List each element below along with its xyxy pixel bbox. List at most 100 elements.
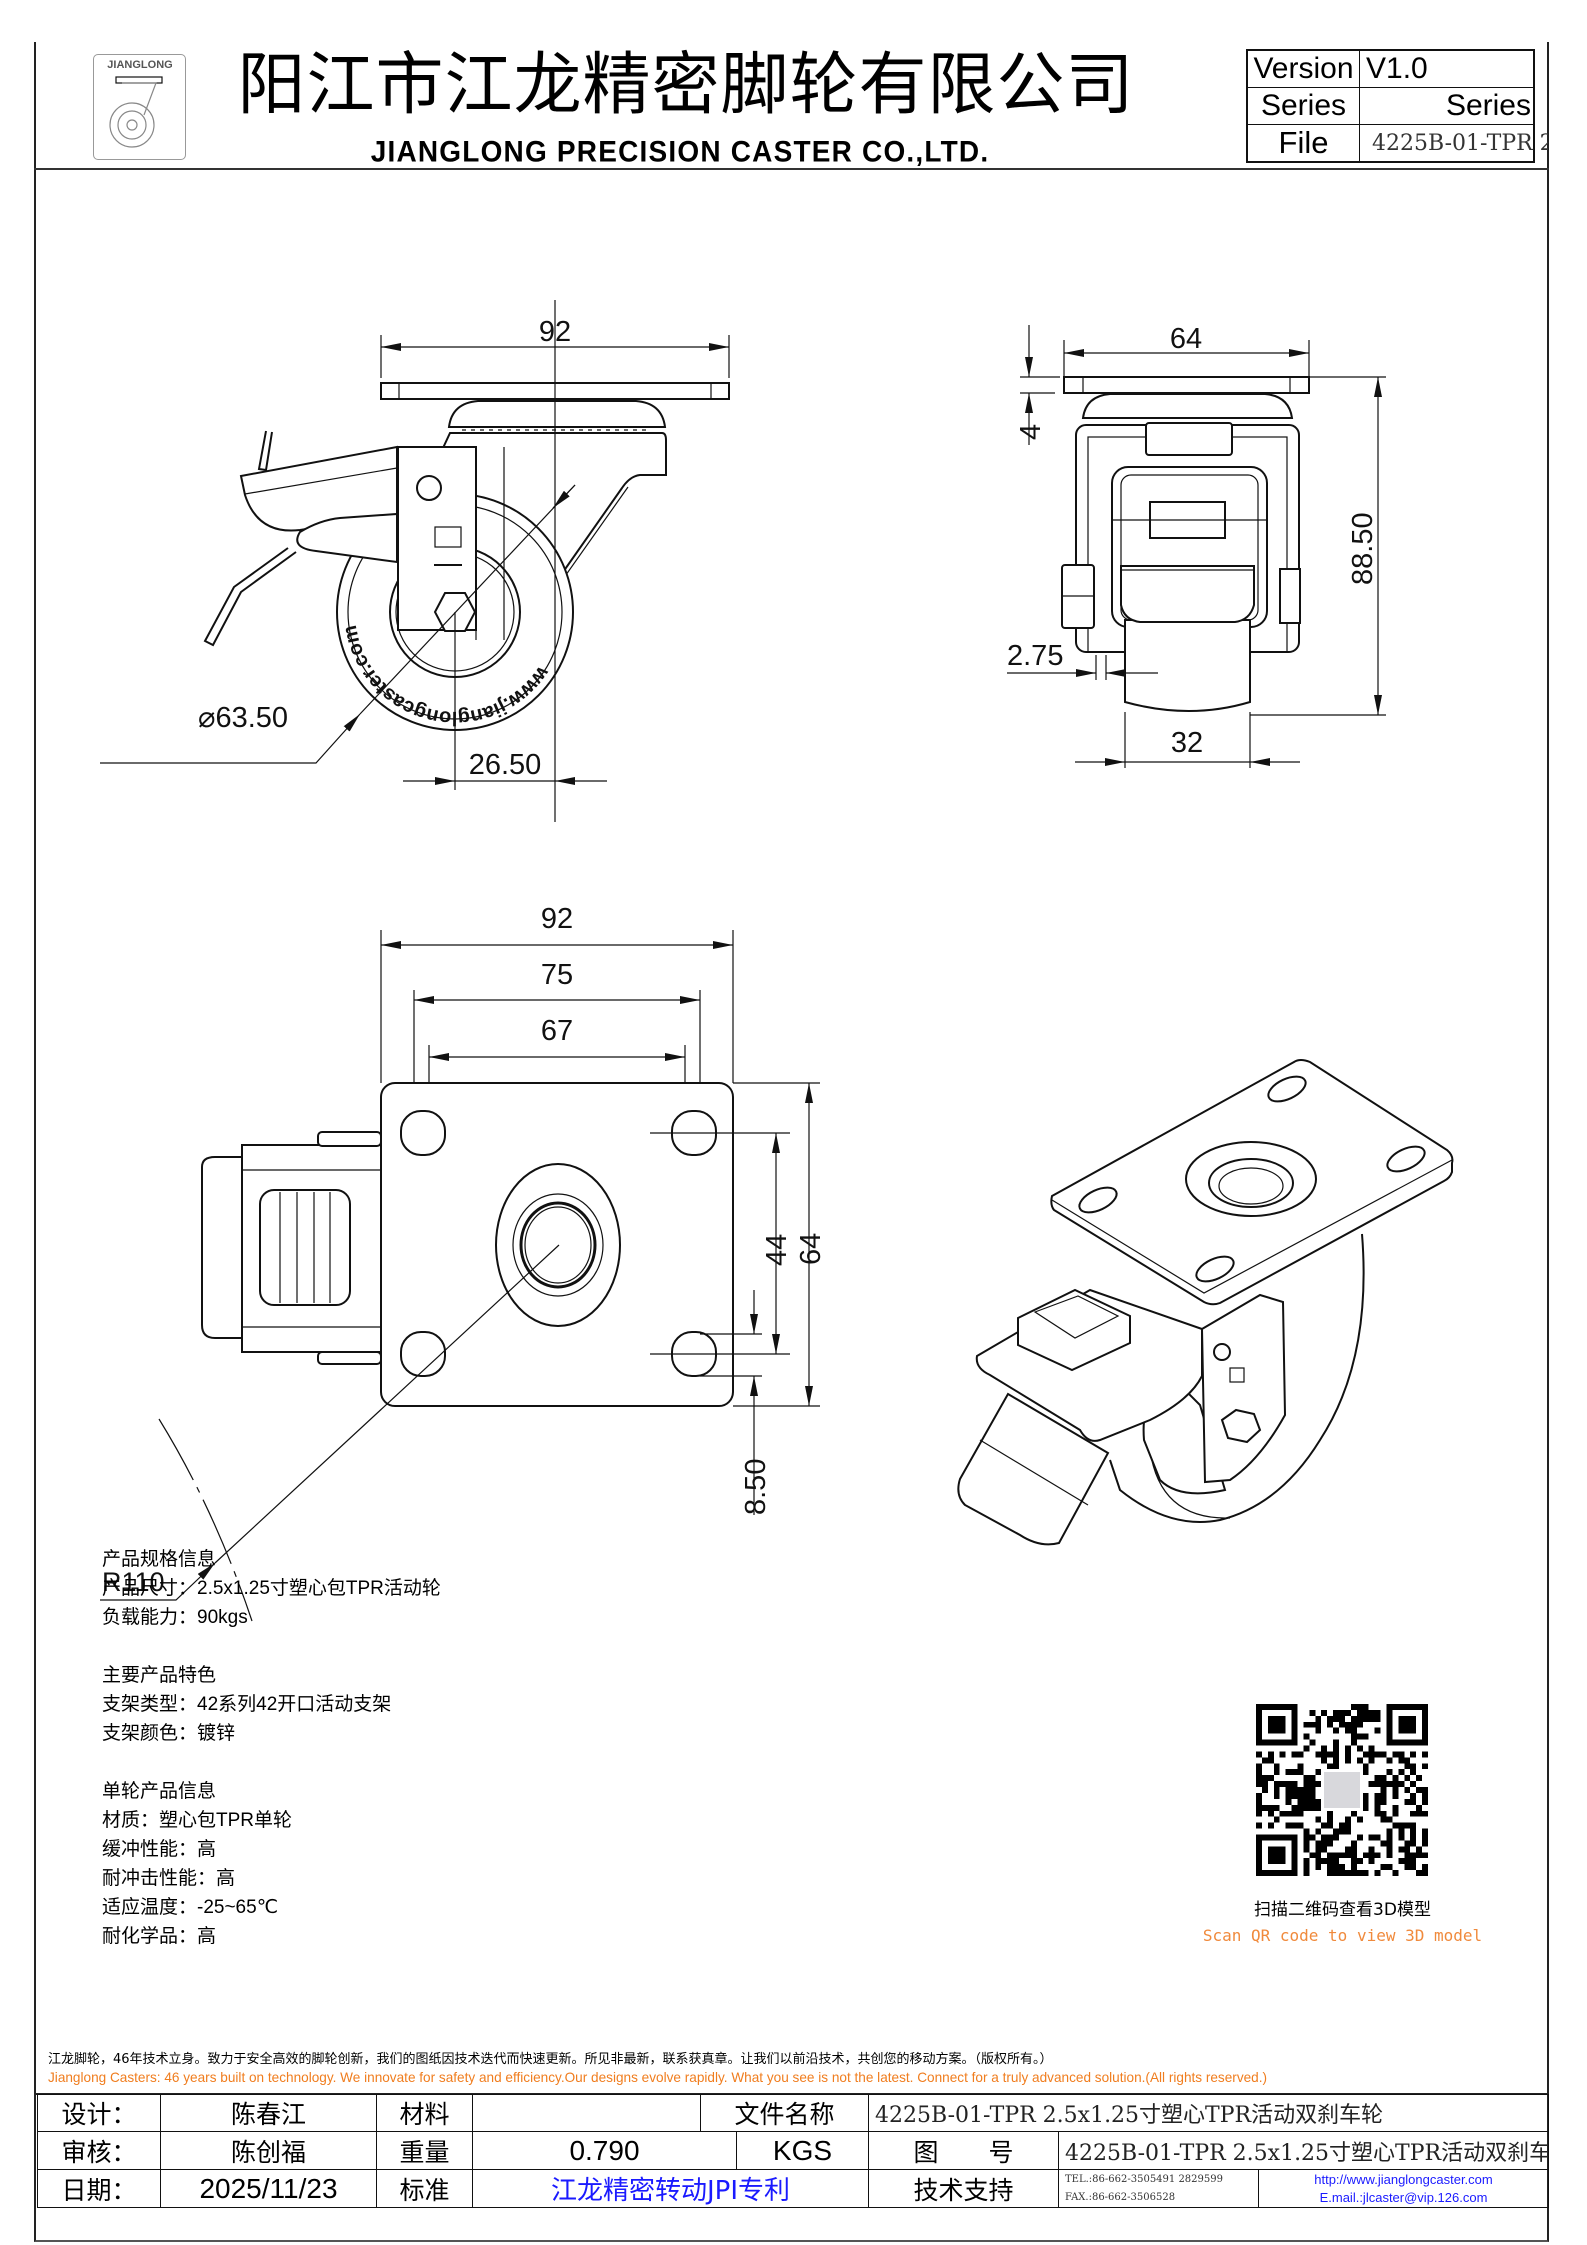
qr-module bbox=[1362, 1763, 1369, 1770]
qr-module bbox=[1273, 1787, 1280, 1793]
qr-module bbox=[1362, 1733, 1369, 1740]
front-view: 64 4 88.50 32 2.75 bbox=[1007, 323, 1386, 768]
qr-module bbox=[1410, 1751, 1417, 1758]
qr-center-thumbnail bbox=[1324, 1772, 1360, 1808]
qr-module bbox=[1350, 1864, 1357, 1871]
qr-module bbox=[1291, 1704, 1298, 1710]
qr-module bbox=[1404, 1840, 1411, 1847]
qr-module bbox=[1333, 1757, 1340, 1764]
qr-module bbox=[1350, 1727, 1357, 1734]
qr-module bbox=[1392, 1751, 1399, 1758]
qr-module bbox=[1404, 1727, 1411, 1734]
qr-module bbox=[1339, 1870, 1345, 1876]
qr-module bbox=[1333, 1763, 1340, 1770]
file-value-clip: 4225B-01-TPR 2.5x1.25寸塑心TPR活动双刹车轮 bbox=[1360, 125, 1548, 162]
qr-module bbox=[1422, 1787, 1428, 1793]
drawing-no-value: 4225B-01-TPR 2.5x1.25寸塑心TPR活动双刹车轮 bbox=[1058, 2131, 1549, 2170]
file-value: 4225B-01-TPR 2.5x1.25寸塑心TPR活动双刹车轮 bbox=[1372, 131, 1548, 156]
qr-code[interactable] bbox=[1256, 1704, 1428, 1876]
qr-module bbox=[1273, 1804, 1280, 1811]
qr-module bbox=[1350, 1852, 1357, 1859]
qr-module bbox=[1404, 1715, 1411, 1722]
qr-caption-en: Scan QR code to view 3D model bbox=[1202, 1926, 1483, 1945]
qr-module bbox=[1386, 1840, 1393, 1847]
brand-badge-icon bbox=[434, 526, 462, 548]
qr-module bbox=[1416, 1739, 1423, 1746]
qr-module bbox=[1315, 1846, 1322, 1853]
qr-module bbox=[1309, 1792, 1316, 1799]
qr-module bbox=[1380, 1816, 1387, 1823]
company-name-en: JIANGLONG PRECISION CASTER CO.,LTD. bbox=[370, 135, 990, 168]
qr-module bbox=[1285, 1769, 1292, 1776]
axle-nut-right bbox=[1279, 568, 1301, 624]
version-row: Version V1.0 bbox=[1248, 51, 1533, 88]
qr-module bbox=[1398, 1721, 1405, 1728]
email-link[interactable]: E.mail.:jlcaster@vip.126.com bbox=[1319, 2190, 1488, 2206]
qr-module bbox=[1267, 1810, 1274, 1817]
qr-module bbox=[1398, 1822, 1405, 1829]
mount-hole bbox=[400, 1331, 446, 1377]
qr-module bbox=[1398, 1715, 1405, 1722]
qr-module bbox=[1422, 1721, 1428, 1728]
spec-section-title: 主要产品特色 bbox=[102, 1665, 217, 1686]
swivel-boss bbox=[495, 1163, 621, 1327]
material-label: 材料 bbox=[376, 2094, 473, 2132]
qr-module bbox=[1267, 1870, 1274, 1876]
website-link[interactable]: http://www.jianglongcaster.com bbox=[1314, 2171, 1493, 2187]
qr-module bbox=[1291, 1733, 1298, 1740]
qr-module bbox=[1380, 1792, 1387, 1799]
qr-module bbox=[1267, 1834, 1274, 1841]
qr-module bbox=[1368, 1745, 1375, 1752]
qr-module bbox=[1297, 1787, 1304, 1793]
spec-section-title: 产品规格信息 bbox=[102, 1549, 217, 1570]
logo-text: JIANGLONG bbox=[107, 59, 173, 71]
qr-module bbox=[1256, 1822, 1262, 1829]
qr-module bbox=[1291, 1858, 1298, 1865]
qr-module bbox=[1368, 1709, 1375, 1716]
qr-module bbox=[1368, 1858, 1375, 1865]
qr-module bbox=[1398, 1757, 1405, 1764]
dim-front-height: 88.50 bbox=[1347, 512, 1379, 585]
contact-phone: TEL.:86-662-3505491 2829599 FAX.:86-662-… bbox=[1058, 2169, 1259, 2208]
qr-module bbox=[1410, 1864, 1417, 1871]
qr-module bbox=[1279, 1715, 1286, 1722]
qr-module bbox=[1374, 1709, 1381, 1716]
qr-module bbox=[1333, 1709, 1340, 1716]
qr-module bbox=[1321, 1709, 1328, 1716]
spec-section-title: 单轮产品信息 bbox=[102, 1781, 217, 1802]
qr-module bbox=[1422, 1727, 1428, 1734]
qr-module bbox=[1321, 1757, 1328, 1764]
swivel-race bbox=[447, 400, 667, 428]
qr-module bbox=[1392, 1775, 1399, 1782]
qr-module bbox=[1339, 1864, 1345, 1871]
qr-module bbox=[1344, 1852, 1351, 1859]
qr-module bbox=[1327, 1840, 1334, 1847]
qr-module bbox=[1410, 1822, 1417, 1829]
qr-module bbox=[1374, 1727, 1381, 1734]
qr-module bbox=[1344, 1709, 1351, 1716]
qr-module bbox=[1327, 1852, 1334, 1859]
qr-module bbox=[1404, 1763, 1411, 1770]
qr-module bbox=[1362, 1870, 1369, 1876]
qr-module bbox=[1315, 1816, 1322, 1823]
qr-module bbox=[1291, 1727, 1298, 1734]
iso-mount-hole bbox=[1195, 1255, 1235, 1283]
qr-module bbox=[1398, 1769, 1405, 1776]
qr-module bbox=[1256, 1727, 1262, 1734]
qr-module bbox=[1309, 1834, 1316, 1841]
qr-module bbox=[1315, 1828, 1322, 1835]
weight-value: 0.790 bbox=[472, 2131, 737, 2170]
brake-pedal bbox=[203, 547, 297, 647]
qr-module bbox=[1404, 1739, 1411, 1746]
qr-module bbox=[1273, 1704, 1280, 1710]
qr-module bbox=[1273, 1721, 1280, 1728]
qr-module bbox=[1380, 1798, 1387, 1805]
qr-module bbox=[1350, 1870, 1357, 1876]
qr-module bbox=[1261, 1739, 1268, 1746]
qr-module bbox=[1261, 1787, 1268, 1793]
qr-module bbox=[1339, 1709, 1345, 1716]
qr-module bbox=[1392, 1822, 1399, 1829]
qr-module bbox=[1398, 1739, 1405, 1746]
qr-module bbox=[1309, 1787, 1316, 1793]
qr-module bbox=[1386, 1757, 1393, 1764]
